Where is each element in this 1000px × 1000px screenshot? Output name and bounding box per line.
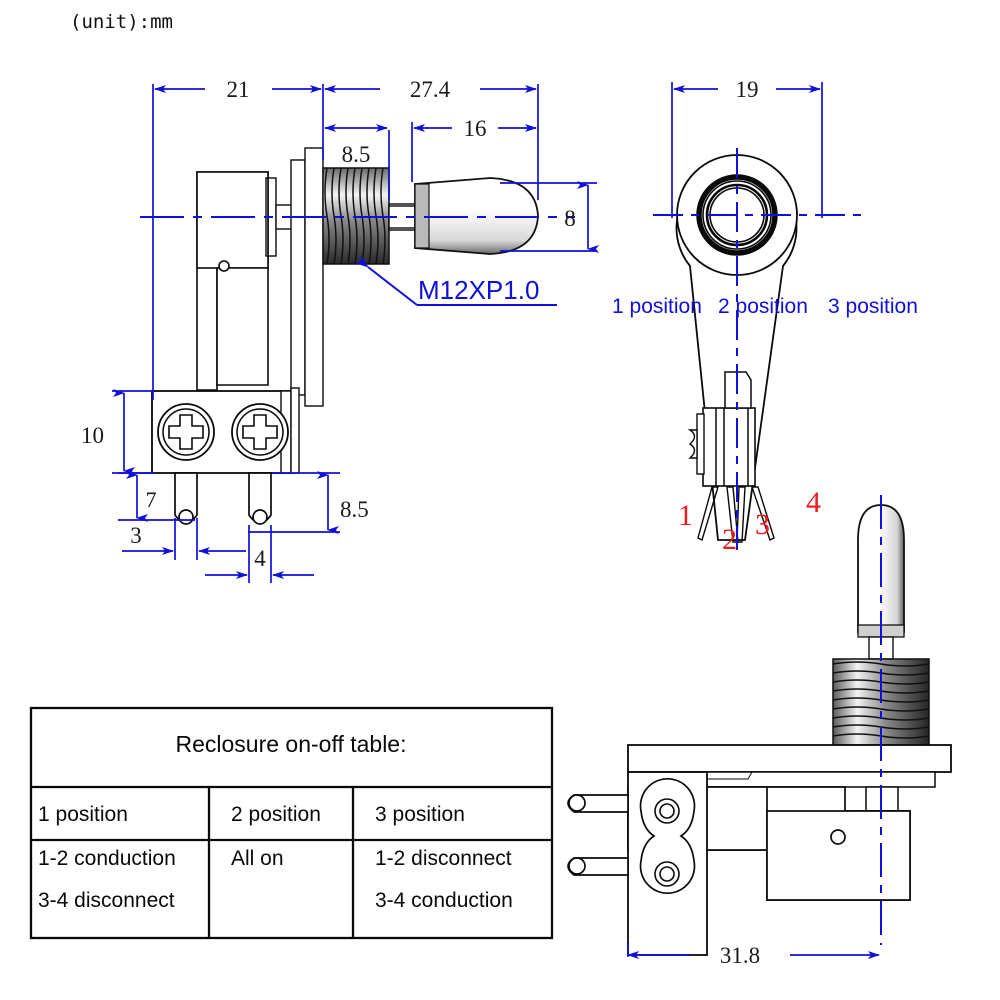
solder-lug-right <box>248 472 272 525</box>
dim-27-4-label: 27.4 <box>410 77 451 102</box>
terminal-label-4: 4 <box>806 486 821 519</box>
table-cell-3-line1: 1-2 disconnect <box>375 847 512 870</box>
dim-8-5-bottom-label: 8.5 <box>340 497 369 522</box>
table-header-3: 3 position <box>375 803 465 826</box>
front-view-dimensions: 21 27.4 8.5 16 <box>81 77 599 583</box>
table-cell-3-line2: 3-4 conduction <box>375 889 513 912</box>
table-header-1: 1 position <box>38 803 128 826</box>
side-solder-lug-bottom <box>567 857 629 876</box>
top-view: 19 1 position 2 position 3 position 1 2 … <box>612 77 918 556</box>
dim-10-label: 10 <box>81 423 104 448</box>
dim-27-4: 27.4 <box>324 77 537 102</box>
table-header-2: 2 position <box>231 803 321 826</box>
phillips-screw-left <box>157 403 215 461</box>
dim-8-5-top: 8.5 <box>324 124 388 167</box>
table-cell-1-line2: 3-4 disconnect <box>38 889 175 912</box>
position-label-2: 2 position <box>718 295 808 318</box>
terminal-label-3: 3 <box>755 508 770 541</box>
top-view-geometry <box>653 148 862 550</box>
dim-21-label: 21 <box>227 77 250 102</box>
side-solder-lug-top <box>567 794 629 813</box>
dim-4: 4 <box>205 525 314 583</box>
dim-10: 10 <box>81 389 155 475</box>
solder-lug-left <box>174 472 198 525</box>
table-title: Reclosure on-off table: <box>176 731 407 757</box>
position-label-3: 3 position <box>828 295 918 318</box>
reclosure-table: Reclosure on-off table: 1 position 2 pos… <box>29 706 554 940</box>
dim-31-8-label: 31.8 <box>720 943 760 968</box>
dim-4-label: 4 <box>254 546 266 571</box>
front-view-geometry <box>140 147 575 525</box>
dim-19: 19 <box>671 77 823 218</box>
phillips-screw-right <box>231 403 289 461</box>
dim-8-label: 8 <box>564 206 576 231</box>
dim-8: 8 <box>500 181 599 253</box>
mounting-plate <box>627 744 952 773</box>
front-view: 21 27.4 8.5 16 <box>81 77 599 583</box>
table-cell-2-line1: All on <box>231 847 284 870</box>
side-view: 31.8 <box>567 495 952 968</box>
unit-note: (unit):mm <box>70 11 173 33</box>
table-border <box>29 706 554 940</box>
dim-7: 7 <box>118 471 195 522</box>
dim-8-5-top-label: 8.5 <box>342 142 371 167</box>
dim-19-label: 19 <box>736 77 759 102</box>
dim-16-label: 16 <box>464 116 487 141</box>
dim-21: 21 <box>154 77 322 102</box>
terminal-label-2: 2 <box>722 523 737 556</box>
position-label-1: 1 position <box>612 295 702 318</box>
dim-16: 16 <box>413 116 537 141</box>
dim-3: 3 <box>122 518 246 560</box>
dim-31-8: 31.8 <box>627 942 880 968</box>
table-cell-1-line1: 1-2 conduction <box>38 847 176 870</box>
thread-callout: M12XP1.0 <box>354 255 557 306</box>
dim-7-label: 7 <box>146 487 157 512</box>
terminal-label-1: 1 <box>678 499 693 532</box>
side-view-geometry <box>567 495 952 956</box>
dim-3-label: 3 <box>130 523 142 548</box>
thread-callout-label: M12XP1.0 <box>418 275 539 305</box>
dim-8-5-bottom: 8.5 <box>248 471 369 534</box>
